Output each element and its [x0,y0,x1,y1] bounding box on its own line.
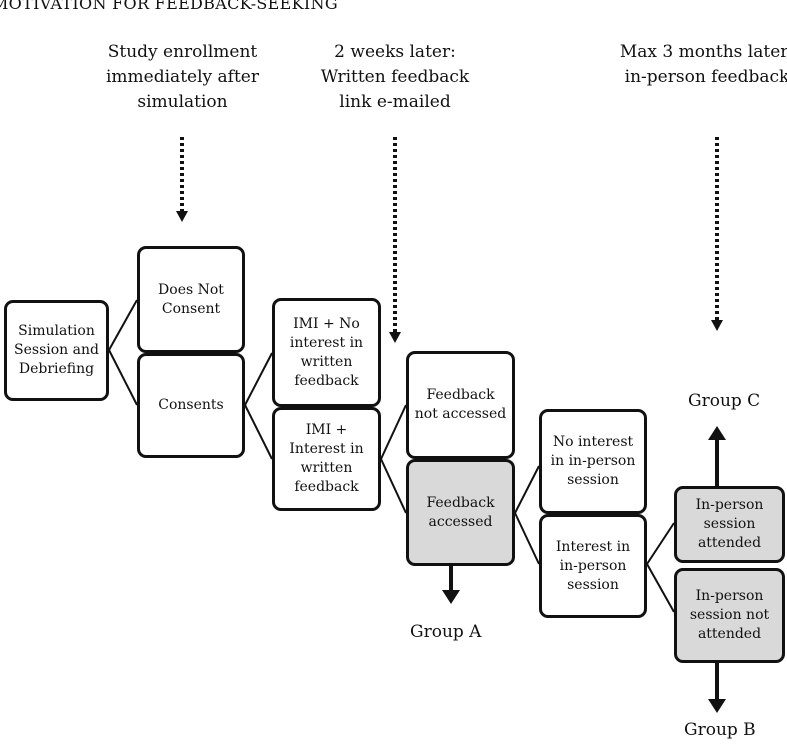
imi-no-interest-box: IMI + No interest in written feedback [272,298,381,407]
phase-enrollment-label: Study enrollment immediately after simul… [106,42,259,112]
group-c-label: Group C [688,391,761,411]
diagram-title: MOTIVATION FOR FEEDBACK-SEEKING [0,0,338,13]
consents-box: Consents [137,353,245,458]
feedback-accessed-box: Feedback accessed [406,459,515,566]
interest-inperson-box: Interest in in-person session [539,514,647,618]
group-b-label: Group B [684,720,756,740]
inperson-not-attended-box: In-person session not attended [674,568,785,663]
no-interest-inperson-box: No interest in in-person session [539,409,647,514]
phase-inperson-feedback-label: Max 3 months later: in-person feedback [619,42,787,87]
simulation-session-box: Simulation Session and Debriefing [4,300,109,401]
feedback-not-accessed-box: Feedback not accessed [406,351,515,459]
imi-interest-box: IMI + Interest in written feedback [272,407,381,511]
group-a-label: Group A [410,622,482,642]
does-not-consent-box: Does Not Consent [137,246,245,353]
phase-written-feedback-label: 2 weeks later: Written feedback link e-m… [320,42,470,112]
inperson-attended-box: In-person session attended [674,486,785,563]
